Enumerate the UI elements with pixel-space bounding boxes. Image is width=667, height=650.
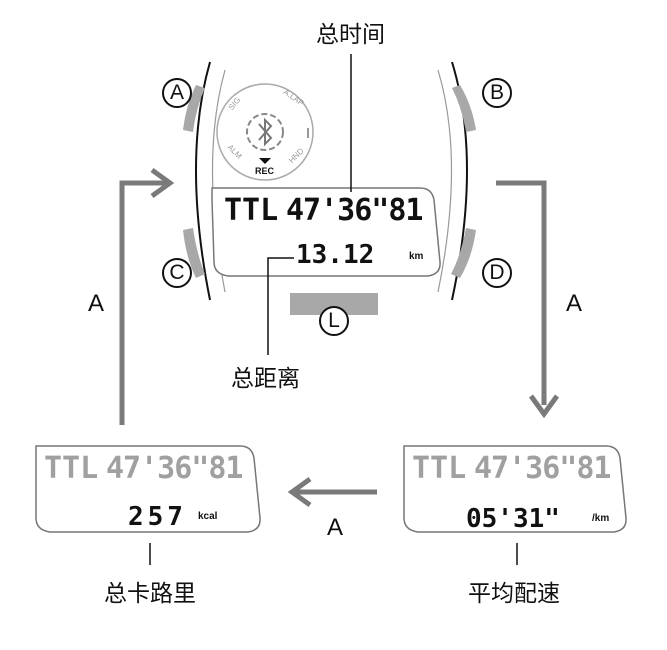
arrow-label-bottom: A [327,514,344,541]
main-ttl-label: TTL [224,193,279,228]
calorie-unit: kcal [198,511,218,522]
rec-marker-icon [259,158,271,164]
label-average-pace: 平均配速 [468,581,560,607]
button-c-shape [183,228,205,278]
bluetooth-icon [258,117,273,147]
arrow-up-right-head [150,167,175,199]
button-l: L [319,306,349,336]
main-total-distance: 13.12 [296,240,375,270]
button-d: D [482,258,512,288]
label-total-time: 总时间 [316,22,385,48]
button-a: A [162,78,192,108]
calorie-ttl-label: TTL [44,451,99,486]
light-button-shape [290,293,378,315]
calorie-total-time: 47'36"81 [106,451,243,486]
button-a-shape [183,85,205,132]
label-total-distance: 总距离 [231,366,300,392]
button-d-shape [451,228,476,278]
leader-total-distance [267,257,294,355]
pace-value: 05'31" [466,504,560,534]
main-distance-unit: km [409,251,424,262]
button-c: C [162,258,192,288]
label-total-calories: 总卡路里 [104,581,196,607]
button-b-shape [452,85,476,132]
pace-lcd-frame [403,445,627,533]
bluetooth-ring [246,113,284,151]
pace-unit: /km [592,513,610,524]
button-b: B [482,78,512,108]
calorie-value: 257 [128,502,187,532]
main-lcd-frame [211,187,441,277]
arrow-right-down [496,180,547,405]
arrow-label-left: A [88,290,105,317]
bezel-rec: REC [255,166,275,176]
arrow-up-right [119,180,170,425]
calorie-lcd-frame [35,445,261,533]
arrow-left-head [287,476,312,508]
arrow-right-down-head [528,394,560,419]
main-total-time: 47'36"81 [286,193,423,228]
pace-total-time: 47'36"81 [474,451,611,486]
arrow-label-right: A [566,290,583,317]
bezel-ring [216,83,314,181]
pace-ttl-label: TTL [412,451,467,486]
